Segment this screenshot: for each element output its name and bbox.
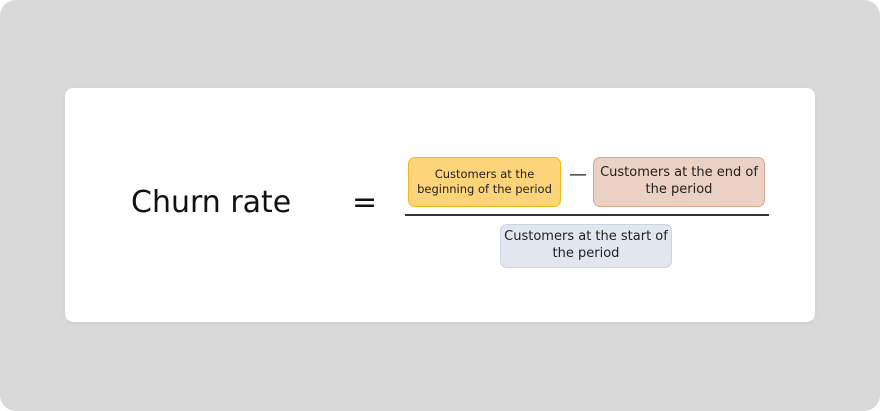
numerator-term-beginning: Customers at the beginning of the period	[408, 157, 561, 207]
equals-sign: =	[352, 185, 378, 220]
denominator-term: Customers at the start of the period	[500, 224, 672, 268]
churn-rate-label: Churn rate	[131, 185, 292, 220]
denominator-text: Customers at the start of the period	[504, 229, 668, 261]
fraction-bar	[405, 214, 769, 216]
numerator-term-end: Customers at the end of the period	[593, 157, 765, 207]
term2-text: Customers at the end of the period	[600, 165, 758, 197]
minus-operator: —	[569, 164, 587, 185]
term1-text: Customers at the beginning of the period	[417, 167, 552, 196]
